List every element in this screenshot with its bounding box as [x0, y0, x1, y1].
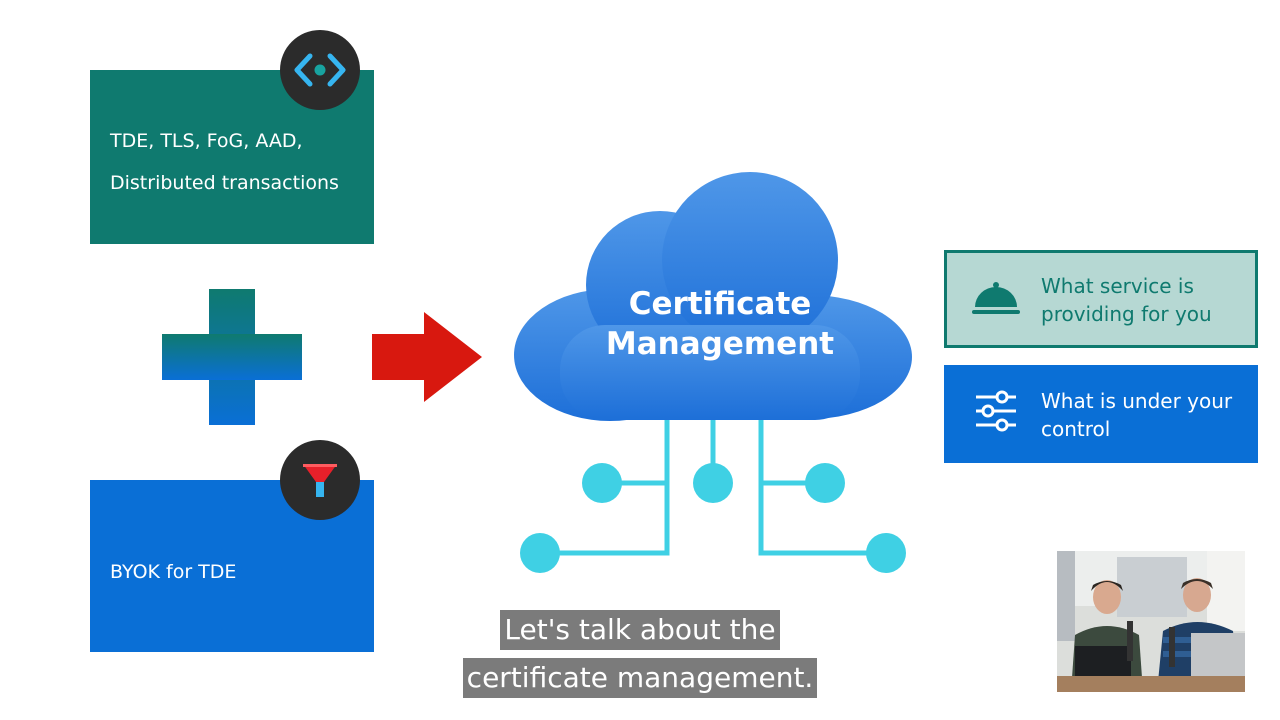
teal-card-line-1: TDE, TLS, FoG, AAD, [110, 130, 303, 152]
plus-icon [162, 289, 302, 425]
service-line-1: What service is [1041, 274, 1194, 298]
connector-nodes [520, 463, 906, 573]
teal-card-line-2: Distributed transactions [110, 172, 339, 194]
sliders-icon [976, 390, 1016, 432]
control-panel [944, 365, 1258, 463]
control-line-2: control [1041, 417, 1111, 441]
right-arrow-icon [372, 312, 482, 402]
subtitle-line-1: Let's talk about the [0, 610, 1280, 650]
subtitle-line-2-text: certificate management. [462, 658, 818, 698]
cloche-icon [972, 282, 1020, 314]
service-panel-text: What service is providing for you [1041, 272, 1251, 328]
feature-card-teal-text: TDE, TLS, FoG, AAD, Distributed transact… [110, 120, 339, 204]
control-panel-text: What is under your control [1041, 387, 1251, 443]
filter-icon [280, 440, 360, 520]
cloud-connectors [542, 415, 886, 556]
cloud-title: Certificate Management [560, 284, 880, 364]
cloud-title-line-2: Management [605, 326, 835, 362]
subtitle-line-2: certificate management. [0, 658, 1280, 698]
cloud-shape [514, 172, 912, 421]
webcam-video [1057, 551, 1245, 692]
control-line-1: What is under your [1041, 389, 1233, 413]
byok-label: BYOK for TDE [110, 561, 237, 583]
subtitle-line-1-text: Let's talk about the [500, 610, 780, 650]
code-icon [280, 30, 360, 110]
service-line-2: providing for you [1041, 302, 1212, 326]
cloud-diagram [514, 172, 912, 573]
cloud-title-line-1: Certificate [628, 286, 812, 322]
